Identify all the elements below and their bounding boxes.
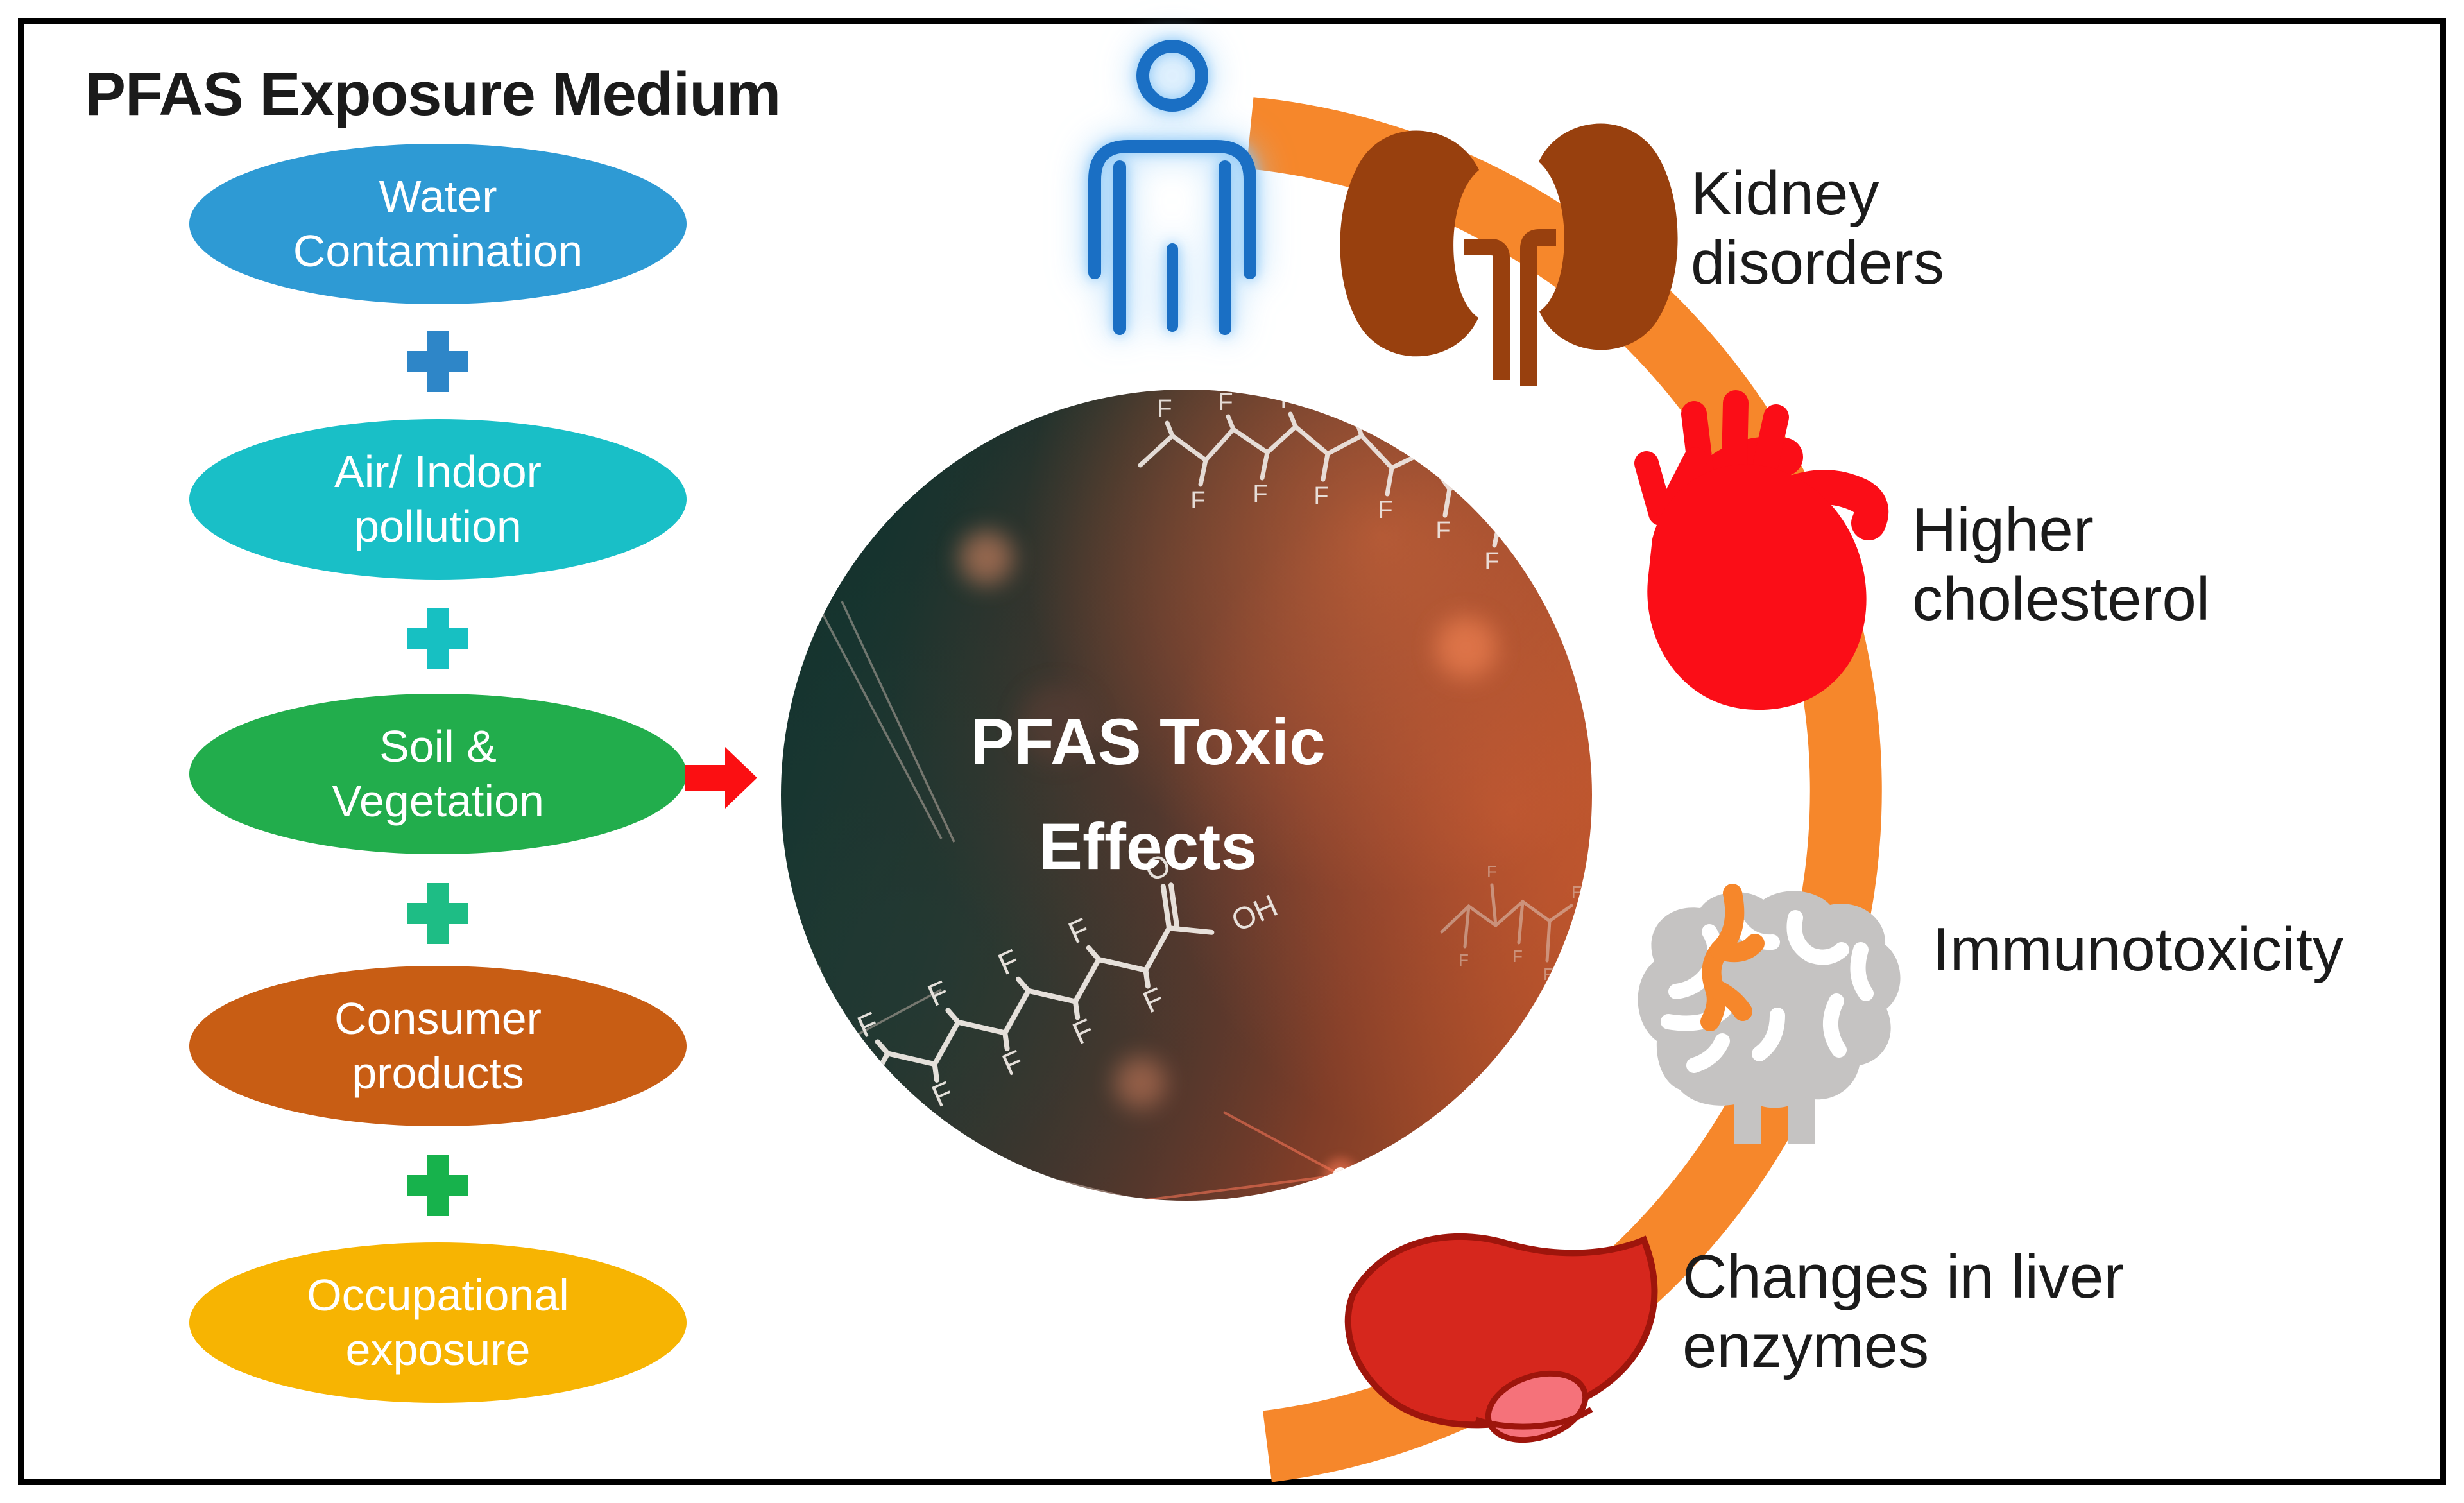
svg-text:F: F <box>1280 390 1295 413</box>
brain-vessel <box>1700 884 1765 1031</box>
svg-text:F: F <box>1378 497 1392 524</box>
svg-text:F: F <box>1348 397 1362 424</box>
ellipse-label-line2: pollution <box>354 501 522 551</box>
ellipse-soil-vegetation: Soil & Vegetation <box>189 694 687 854</box>
plexus-node <box>832 1040 843 1051</box>
svg-text:F: F <box>1253 481 1267 508</box>
brain-icon <box>1638 884 1901 1144</box>
plexus-node <box>982 1158 991 1167</box>
liver-icon <box>1344 1233 1658 1443</box>
svg-text:F: F <box>1512 947 1523 966</box>
svg-text:F: F <box>1541 465 1555 492</box>
ellipse-label-line2: Contamination <box>293 226 583 276</box>
ellipse-label-line1: Occupational <box>307 1269 569 1320</box>
ellipse-label-line2: exposure <box>345 1325 531 1375</box>
ellipse-label-line2: products <box>352 1048 524 1098</box>
figure-border <box>18 18 2446 1485</box>
label-immunotoxicity: Immunotoxicity <box>1933 915 2344 984</box>
plus-icon <box>407 883 468 944</box>
center-label-line1: PFAS Toxic <box>970 705 1326 778</box>
label-higher-cholesterol: Higher cholesterol <box>1912 495 2211 633</box>
chemical-structure-art: F F F F F F F F F F F F F F F F F F <box>807 390 1582 1201</box>
ellipse-water-contamination: Water Contamination <box>189 144 687 304</box>
svg-text:F: F <box>1571 882 1582 902</box>
chem-structure-faint: F F F F F <box>1440 862 1582 984</box>
ellipse-label-line1: Water <box>379 171 497 221</box>
svg-text:F: F <box>1564 537 1579 563</box>
ellipse-label-line1: Soil & <box>379 721 497 771</box>
svg-text:F: F <box>1487 862 1497 881</box>
svg-text:F: F <box>1439 420 1454 447</box>
ellipse-consumer-products: Consumer products <box>189 966 687 1126</box>
plus-icon <box>407 331 468 392</box>
svg-text:F: F <box>1218 390 1233 416</box>
heart-icon <box>1634 390 1889 710</box>
pfas-toxic-effects-circle: F F F F F F F F F F F F F F F F F F <box>781 390 1592 1201</box>
ellipse-air-indoor-pollution: Air/ Indoor pollution <box>189 419 687 580</box>
svg-text:F: F <box>1435 517 1450 544</box>
pfas-toxic-effects-label: PFAS Toxic Effects <box>742 690 1553 899</box>
svg-text:F: F <box>1459 950 1469 970</box>
ellipse-label-line1: Consumer <box>334 993 542 1044</box>
ellipse-label-line2: Vegetation <box>332 776 544 826</box>
svg-text:F: F <box>1484 548 1499 575</box>
svg-text:F: F <box>1157 395 1172 422</box>
plexus-lines-red <box>1140 1111 1519 1201</box>
svg-text:F: F <box>1313 483 1328 510</box>
svg-text:F: F <box>1190 487 1205 514</box>
svg-text:F: F <box>1543 965 1553 984</box>
label-kidney-disorders: Kidney disorders <box>1691 159 1944 297</box>
arrow-right-icon <box>685 747 757 809</box>
plus-icon <box>407 608 468 669</box>
exposure-medium-title: PFAS Exposure Medium <box>85 60 781 128</box>
plexus-lines <box>818 601 1141 1201</box>
ellipse-occupational-exposure: Occupational exposure <box>189 1242 687 1403</box>
kidneys-icon <box>1340 123 1678 386</box>
plexus-node-bright <box>1333 1167 1348 1183</box>
plus-icon <box>407 1155 468 1216</box>
chem-structure-top <box>1138 411 1561 553</box>
ellipse-label-line1: Air/ Indoor <box>334 446 542 497</box>
label-liver-enzymes: Changes in liver enzymes <box>1682 1242 2125 1380</box>
center-label-line2: Effects <box>1038 810 1258 884</box>
chem-f-labels-top: F F F F F F F F F F F F F <box>1157 390 1579 575</box>
